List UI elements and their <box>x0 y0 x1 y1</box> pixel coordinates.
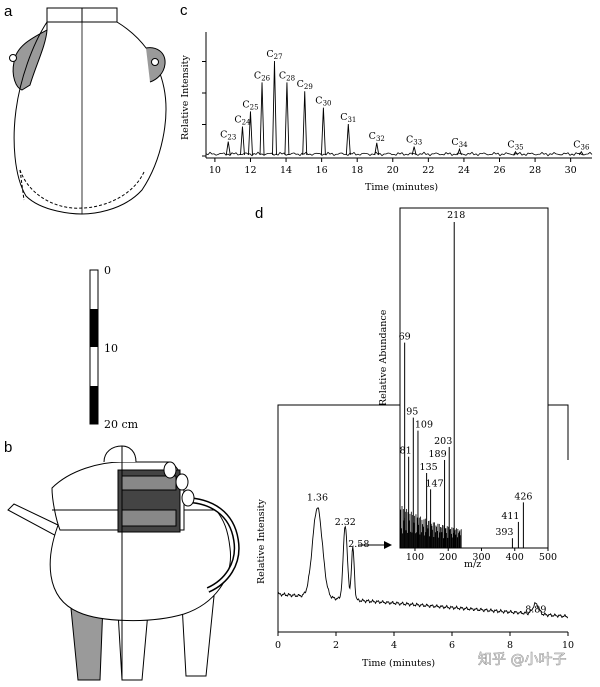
chart-c-peak-label: C36 <box>573 140 590 152</box>
ms-peak-label: 426 <box>514 491 532 502</box>
vessel-a-drawing <box>9 7 167 215</box>
chart-c-peak-label: C25 <box>242 99 258 111</box>
panel-label-c: c <box>180 2 188 19</box>
chart-c-y-title: Relative Intensity <box>180 54 191 140</box>
ms-x-tick-label: 400 <box>506 552 524 563</box>
ms-peak-label: 81 <box>400 446 412 457</box>
chart-d-x-tick-label: 10 <box>562 640 574 651</box>
scale-bar: 0 10 20 cm <box>89 264 139 431</box>
chart-d-x-tick-label: 8 <box>507 640 513 651</box>
chart-c-peak <box>320 107 326 156</box>
chart-c-x-tick-label: 26 <box>493 165 505 176</box>
scale-label-20: 20 cm <box>104 418 139 431</box>
chart-d-x-tick-label: 6 <box>449 640 455 651</box>
chart-d-peak-label: 8.89 <box>525 605 546 616</box>
panel-label-b: b <box>4 439 12 456</box>
chart-d-x-tick-label: 2 <box>333 640 339 651</box>
chart-c-peak <box>578 150 584 156</box>
chart-c-peak-label: C34 <box>451 137 468 149</box>
chart-c-peak <box>284 82 290 156</box>
chart-c: 10 12 14 16 18 20 22 24 26 28 30 C23 C24 C25 C26 C27C2… <box>180 32 593 193</box>
chart-d-x-tick-label: 4 <box>391 640 397 651</box>
chart-c-peak-label: C28 <box>279 70 295 82</box>
chart-c-peak <box>457 147 462 156</box>
chart-c-peak <box>225 141 231 156</box>
ms-inset-frame <box>399 207 549 549</box>
ms-peak-label: 218 <box>447 210 465 221</box>
ms-peak-label: 95 <box>406 407 418 418</box>
ms-peak-label: 109 <box>415 420 433 431</box>
chart-d-x-tick-label: 0 <box>275 640 281 651</box>
chart-c-peak <box>248 111 253 156</box>
ms-x-tick-label: 200 <box>439 552 457 563</box>
chart-c-peak <box>345 123 351 156</box>
ms-y-title: Relative Abundance <box>378 309 389 406</box>
chart-c-peak-label: C24 <box>234 115 251 127</box>
ms-peak-label: 147 <box>426 478 444 489</box>
chart-c-x-tick-label: 20 <box>387 165 399 176</box>
chart-c-peak <box>259 82 265 156</box>
chart-c-peak <box>302 91 308 156</box>
scale-label-0: 0 <box>104 264 111 277</box>
chart-c-x-tick-label: 18 <box>351 165 363 176</box>
ms-peak-label: 393 <box>495 527 513 538</box>
chart-c-peak-label: C27 <box>266 49 282 61</box>
ms-peak-label: 411 <box>501 511 519 522</box>
chart-c-x-tick-label: 22 <box>422 165 434 176</box>
chart-d-y-title: Relative Intensity <box>256 498 267 584</box>
ms-peak-label: 69 <box>399 332 411 343</box>
ms-x-title: m/z <box>464 559 481 570</box>
chart-c-peak-label: C31 <box>340 112 356 124</box>
chart-c-peak-label: C33 <box>406 135 422 147</box>
chart-c-peak <box>272 60 277 156</box>
inset-bracket-right <box>548 404 569 460</box>
chart-c-peak <box>374 142 380 156</box>
chart-d-peak-label: 2.32 <box>335 517 356 528</box>
ms-x-tick-label: 100 <box>406 552 424 563</box>
chart-c-peak <box>411 146 417 156</box>
vessel-b-drawing <box>7 445 240 681</box>
inset-arrow-head <box>384 541 392 549</box>
chart-c-baseline-trace <box>205 151 593 157</box>
ms-x-tick-label: 500 <box>539 552 557 563</box>
inset-bracket-left <box>277 404 400 460</box>
panel-label-d: d <box>255 205 263 222</box>
chart-c-peak-label: C32 <box>369 131 385 143</box>
chart-c-x-tick-label: 24 <box>458 165 470 176</box>
chart-c-x-title: Time (minutes) <box>365 182 438 193</box>
chart-c-peak <box>513 150 518 156</box>
chart-c-x-tick-label: 28 <box>529 165 541 176</box>
ms-peak-label: 189 <box>428 449 446 460</box>
chart-c-peak-label: C30 <box>315 96 331 108</box>
chart-c-x-tick-label: 10 <box>209 165 221 176</box>
watermark: 知乎 @小叶子 <box>478 651 566 668</box>
chart-c-peak-label: C26 <box>254 70 271 82</box>
ms-peak-label: 203 <box>434 436 452 447</box>
ms-peak-label: 135 <box>420 462 438 473</box>
chart-c-peak <box>240 126 245 156</box>
chart-c-peak-label: C29 <box>297 79 313 91</box>
chart-d-peak-label: 1.36 <box>307 493 328 504</box>
chart-c-peak-label: C23 <box>220 130 236 142</box>
chart-c-x-tick-label: 12 <box>244 165 256 176</box>
chart-c-x-tick-label: 14 <box>280 165 292 176</box>
chart-d-x-title: Time (minutes) <box>362 658 435 669</box>
chart-c-x-tick-label: 30 <box>565 165 577 176</box>
chart-d-trace <box>277 506 569 619</box>
ms-x-tick-label: 300 <box>472 552 490 563</box>
scale-label-10: 10 <box>104 342 118 355</box>
panel-label-a: a <box>4 3 13 20</box>
chart-c-x-tick-label: 16 <box>316 165 328 176</box>
chart-c-peak-label: C35 <box>507 140 523 152</box>
